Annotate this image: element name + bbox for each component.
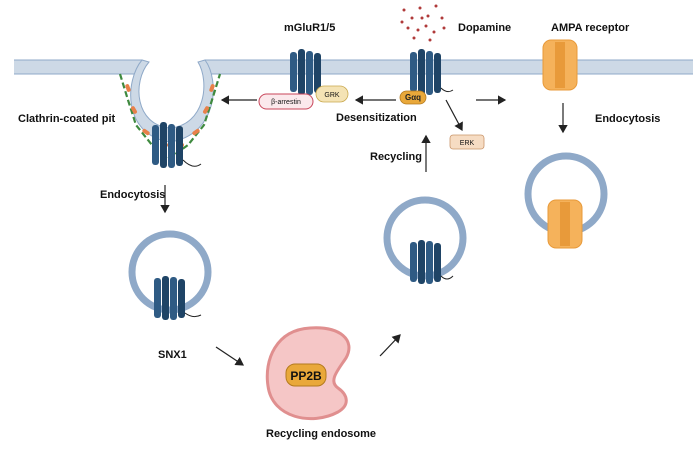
ampa-vesicle: [524, 152, 608, 249]
arrow-to-endosome: [215, 346, 244, 366]
grk-badge: GRK: [315, 85, 349, 103]
endocytosis-right-label: Endocytosis: [595, 113, 660, 125]
barrestin-label: β-arrestin: [271, 99, 301, 106]
mglur-label: mGluR1/5: [284, 22, 335, 34]
recycling-endosome-label: Recycling endosome: [266, 428, 376, 440]
gaq-label: Gαq: [405, 93, 421, 102]
grk-label: GRK: [324, 92, 340, 99]
membrane-segment-left: [14, 60, 142, 74]
erk-badge: ERK: [449, 134, 485, 150]
dopamine-molecules: [400, 4, 446, 42]
mglur-receptor-membrane: [290, 49, 336, 95]
mglur-receptor-in-pit: [152, 122, 202, 168]
dopamine-label: Dopamine: [458, 22, 511, 34]
clathrin-pit-membrane: [130, 59, 214, 143]
gaq-badge: Gαq: [399, 90, 427, 105]
ampa-label: AMPA receptor: [551, 22, 630, 34]
dopamine-receptor: [410, 49, 454, 95]
barrestin-badge: β-arrestin: [258, 93, 314, 110]
recycling-endosome: PP2B: [265, 326, 351, 421]
arrow-to-erk: [445, 99, 463, 132]
ampa-receptor-membrane: [542, 39, 578, 91]
endocytosis-left-label: Endocytosis: [100, 189, 165, 201]
plasma-membrane: [14, 59, 693, 143]
pp2b-label: PP2B: [290, 369, 322, 383]
recycling-vesicle: [383, 196, 467, 284]
clathrin-label: Clathrin-coated pit: [18, 113, 116, 125]
membrane-segment-right: [205, 60, 693, 74]
arrow-to-recycling-vesicle: [379, 334, 401, 357]
desensitization-label: Desensitization: [336, 112, 417, 124]
snx1-label: SNX1: [158, 349, 187, 361]
erk-label: ERK: [460, 140, 475, 147]
endocytic-vesicle-left: [128, 230, 212, 320]
recycling-label: Recycling: [370, 151, 422, 163]
